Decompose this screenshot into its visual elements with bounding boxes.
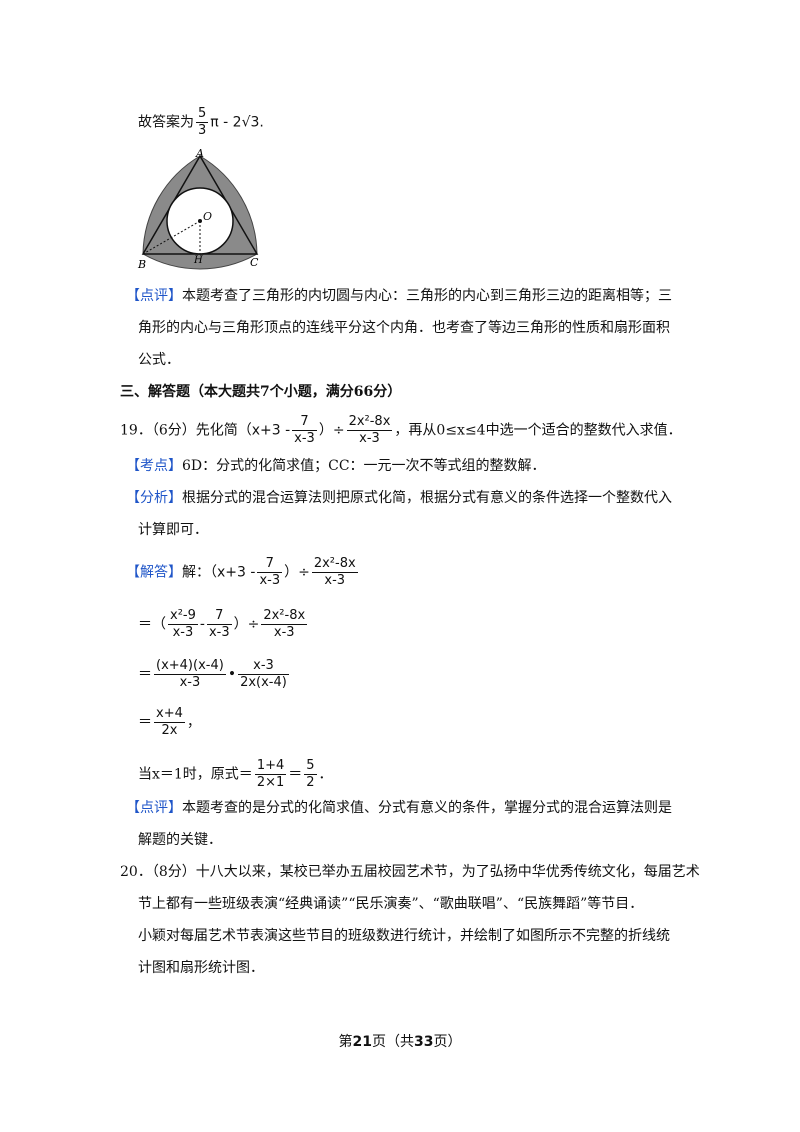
- review18-line1: 【点评】本题考查了三角形的内切圆与内心：三角形的内心到三角形三边的距离相等；三: [126, 288, 672, 304]
- label-a: A: [195, 147, 204, 160]
- label-o: O: [203, 210, 212, 223]
- label-c: C: [250, 256, 259, 269]
- page-number: 21: [352, 1034, 372, 1050]
- q20-line1: 20．（8分）十八大以来，某校已举办五届校园艺术节，为了弘扬中华优秀传统文化，每…: [120, 864, 700, 880]
- q19-dianping-line2: 解题的关键．: [138, 832, 222, 848]
- section-title: 三、解答题（本大题共7个小题，满分66分）: [120, 384, 402, 400]
- answer-prefix: 故答案为: [138, 114, 194, 131]
- answer-tail: π - 2√3.: [210, 114, 264, 131]
- q19-fenxi-line2: 计算即可．: [138, 522, 208, 538]
- label-h: H: [193, 255, 203, 266]
- q20-line2: 节上都有一些班级表演“经典诵读”“民乐演奏”、“歌曲联唱”、“民族舞蹈”等节目．: [138, 896, 644, 912]
- label-b: B: [137, 258, 146, 271]
- q20-line4: 计图和扇形统计图．: [138, 960, 264, 976]
- page-total: 33: [414, 1034, 434, 1050]
- page-footer: 第21页（共33页）: [338, 1034, 462, 1050]
- review18-line3: 公式．: [138, 352, 180, 368]
- review18-line2: 角形的内心与三角形顶点的连线平分这个内角．也考查了等边三角形的性质和扇形面积: [138, 320, 670, 336]
- q19-kaodian: 【考点】6D：分式的化简求值；CC：一元一次不等式组的整数解．: [126, 458, 546, 474]
- q20-line3: 小颖对每届艺术节表演这些节目的班级数进行统计，并绘制了如图所示不完整的折线统: [138, 928, 670, 944]
- q19-dianping-line1: 【点评】本题考查的是分式的化简求值、分式有意义的条件，掌握分式的混合运算法则是: [126, 800, 672, 816]
- review-tag: 【点评】: [126, 288, 182, 304]
- reuleaux-triangle-figure: A O B H C: [137, 147, 259, 271]
- q19-fenxi-line1: 【分析】根据分式的混合运算法则把原式化简，根据分式有意义的条件选择一个整数代入: [126, 490, 672, 506]
